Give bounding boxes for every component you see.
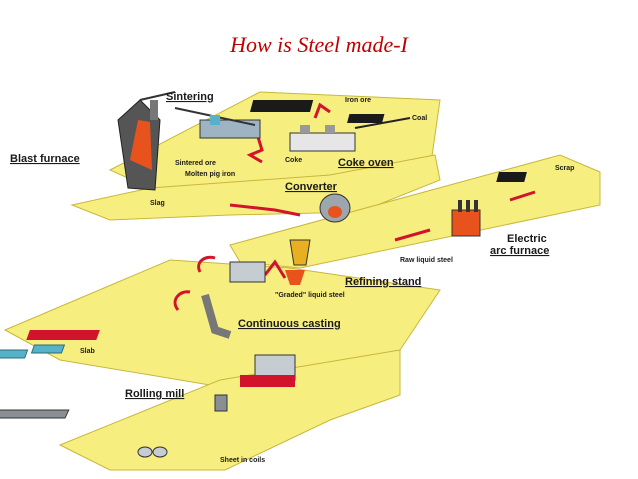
continuous-caster — [26, 261, 266, 340]
label-sintered-ore: Sintered ore — [175, 160, 216, 167]
flow-arrow — [173, 290, 191, 311]
label-rolling-mill: Rolling mill — [125, 388, 184, 400]
label-iron-ore: Iron ore — [345, 97, 371, 104]
flow-arrow — [197, 255, 216, 273]
label-continuous-casting: Continuous casting — [238, 318, 341, 330]
coal-pile — [347, 114, 385, 123]
converter — [319, 193, 351, 223]
label-coke-oven: Coke oven — [338, 157, 394, 169]
label-electric: Electric — [507, 233, 547, 245]
flow-arrow — [313, 102, 331, 119]
flow-arrow — [509, 190, 536, 202]
flow-arrow — [394, 228, 431, 242]
blast-furnace — [117, 91, 176, 191]
label-blast-furnace: Blast furnace — [10, 153, 80, 165]
scrap-pile — [496, 172, 527, 182]
label-refining-stand: Refining stand — [345, 276, 421, 288]
sintering-plant — [174, 107, 261, 139]
iron-ore-pile — [249, 100, 314, 112]
label-molten-pig-iron: Molten pig iron — [185, 171, 235, 178]
label-graded-liquid-steel: "Graded" liquid steel — [275, 292, 345, 299]
label-arc-furnace: arc furnace — [490, 245, 549, 257]
rolling-mill — [0, 354, 296, 419]
label-coal: Coal — [412, 115, 427, 122]
diagram-labels: Sintering Iron ore Coal Blast furnace Si… — [10, 91, 574, 464]
raw-material-piles — [249, 100, 411, 129]
label-sheet-in-coils: Sheet in coils — [220, 457, 265, 464]
slabs — [0, 344, 66, 359]
label-coke: Coke — [285, 157, 302, 164]
electric-arc-furnace — [451, 200, 481, 237]
flow-arrow — [246, 136, 264, 164]
label-slag: Slag — [150, 200, 165, 207]
slide-title: How is Steel made-I — [230, 32, 408, 57]
flow-arrows — [173, 102, 536, 311]
label-sintering: Sintering — [166, 91, 214, 103]
sheet-coils — [137, 446, 168, 458]
refining-ladle — [285, 239, 311, 285]
label-raw-liquid-steel: Raw liquid steel — [400, 257, 453, 264]
coke-oven — [289, 125, 356, 152]
flow-arrow — [229, 203, 301, 217]
flow-arrow — [263, 259, 287, 279]
label-converter: Converter — [285, 181, 338, 193]
label-slab: Slab — [80, 348, 95, 355]
label-scrap: Scrap — [555, 165, 574, 172]
